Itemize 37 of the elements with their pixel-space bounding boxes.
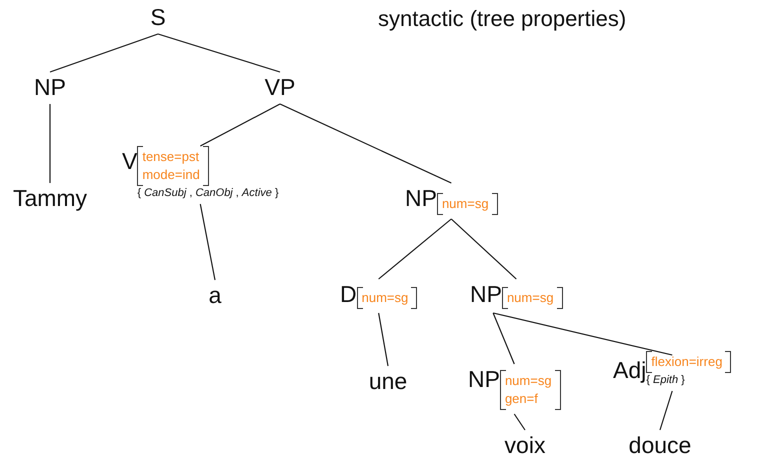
category-label: Tammy [12, 185, 88, 211]
tree-branch [158, 33, 280, 73]
tree-branch [200, 104, 280, 146]
tree-branch [49, 104, 51, 183]
annotation-text: syntactic (tree properties) [378, 6, 626, 32]
category-label: NP [405, 185, 437, 211]
category-label: voix [504, 432, 546, 458]
feature-value: mode=ind [142, 166, 200, 184]
feature-value: num=sg [506, 289, 554, 307]
feature-value: num=sg [442, 195, 489, 213]
feature-value: num=sg [504, 372, 552, 390]
tree-branch [659, 390, 673, 430]
category-label: Adj [613, 357, 646, 383]
tree-branch [450, 218, 517, 280]
category-label: douce [628, 432, 692, 458]
category-label: VP [264, 74, 296, 100]
tree-branch [514, 414, 526, 430]
tree-branch [280, 104, 452, 184]
category-label: NP [468, 366, 500, 392]
tree-branch [492, 312, 515, 364]
tree-branch [378, 218, 452, 280]
category-label: D [340, 281, 357, 307]
feature-value: flexion=irreg [651, 353, 722, 371]
category-label: NP [470, 281, 502, 307]
feature-set: { Epith } [646, 373, 685, 387]
feature-value: num=sg [362, 289, 408, 307]
feature-value: tense=pst [142, 148, 200, 166]
category-label: S [150, 4, 166, 30]
category-label: a [208, 282, 222, 308]
category-label: NP [34, 74, 66, 100]
tree-branch [378, 312, 389, 366]
feature-set: { CanSubj , CanObj , Active } [137, 186, 279, 200]
tree-branch [50, 33, 158, 73]
tree-branch [200, 204, 216, 280]
category-label: V [122, 148, 138, 174]
feature-value: gen=f [504, 390, 539, 408]
category-label: une [368, 368, 408, 394]
